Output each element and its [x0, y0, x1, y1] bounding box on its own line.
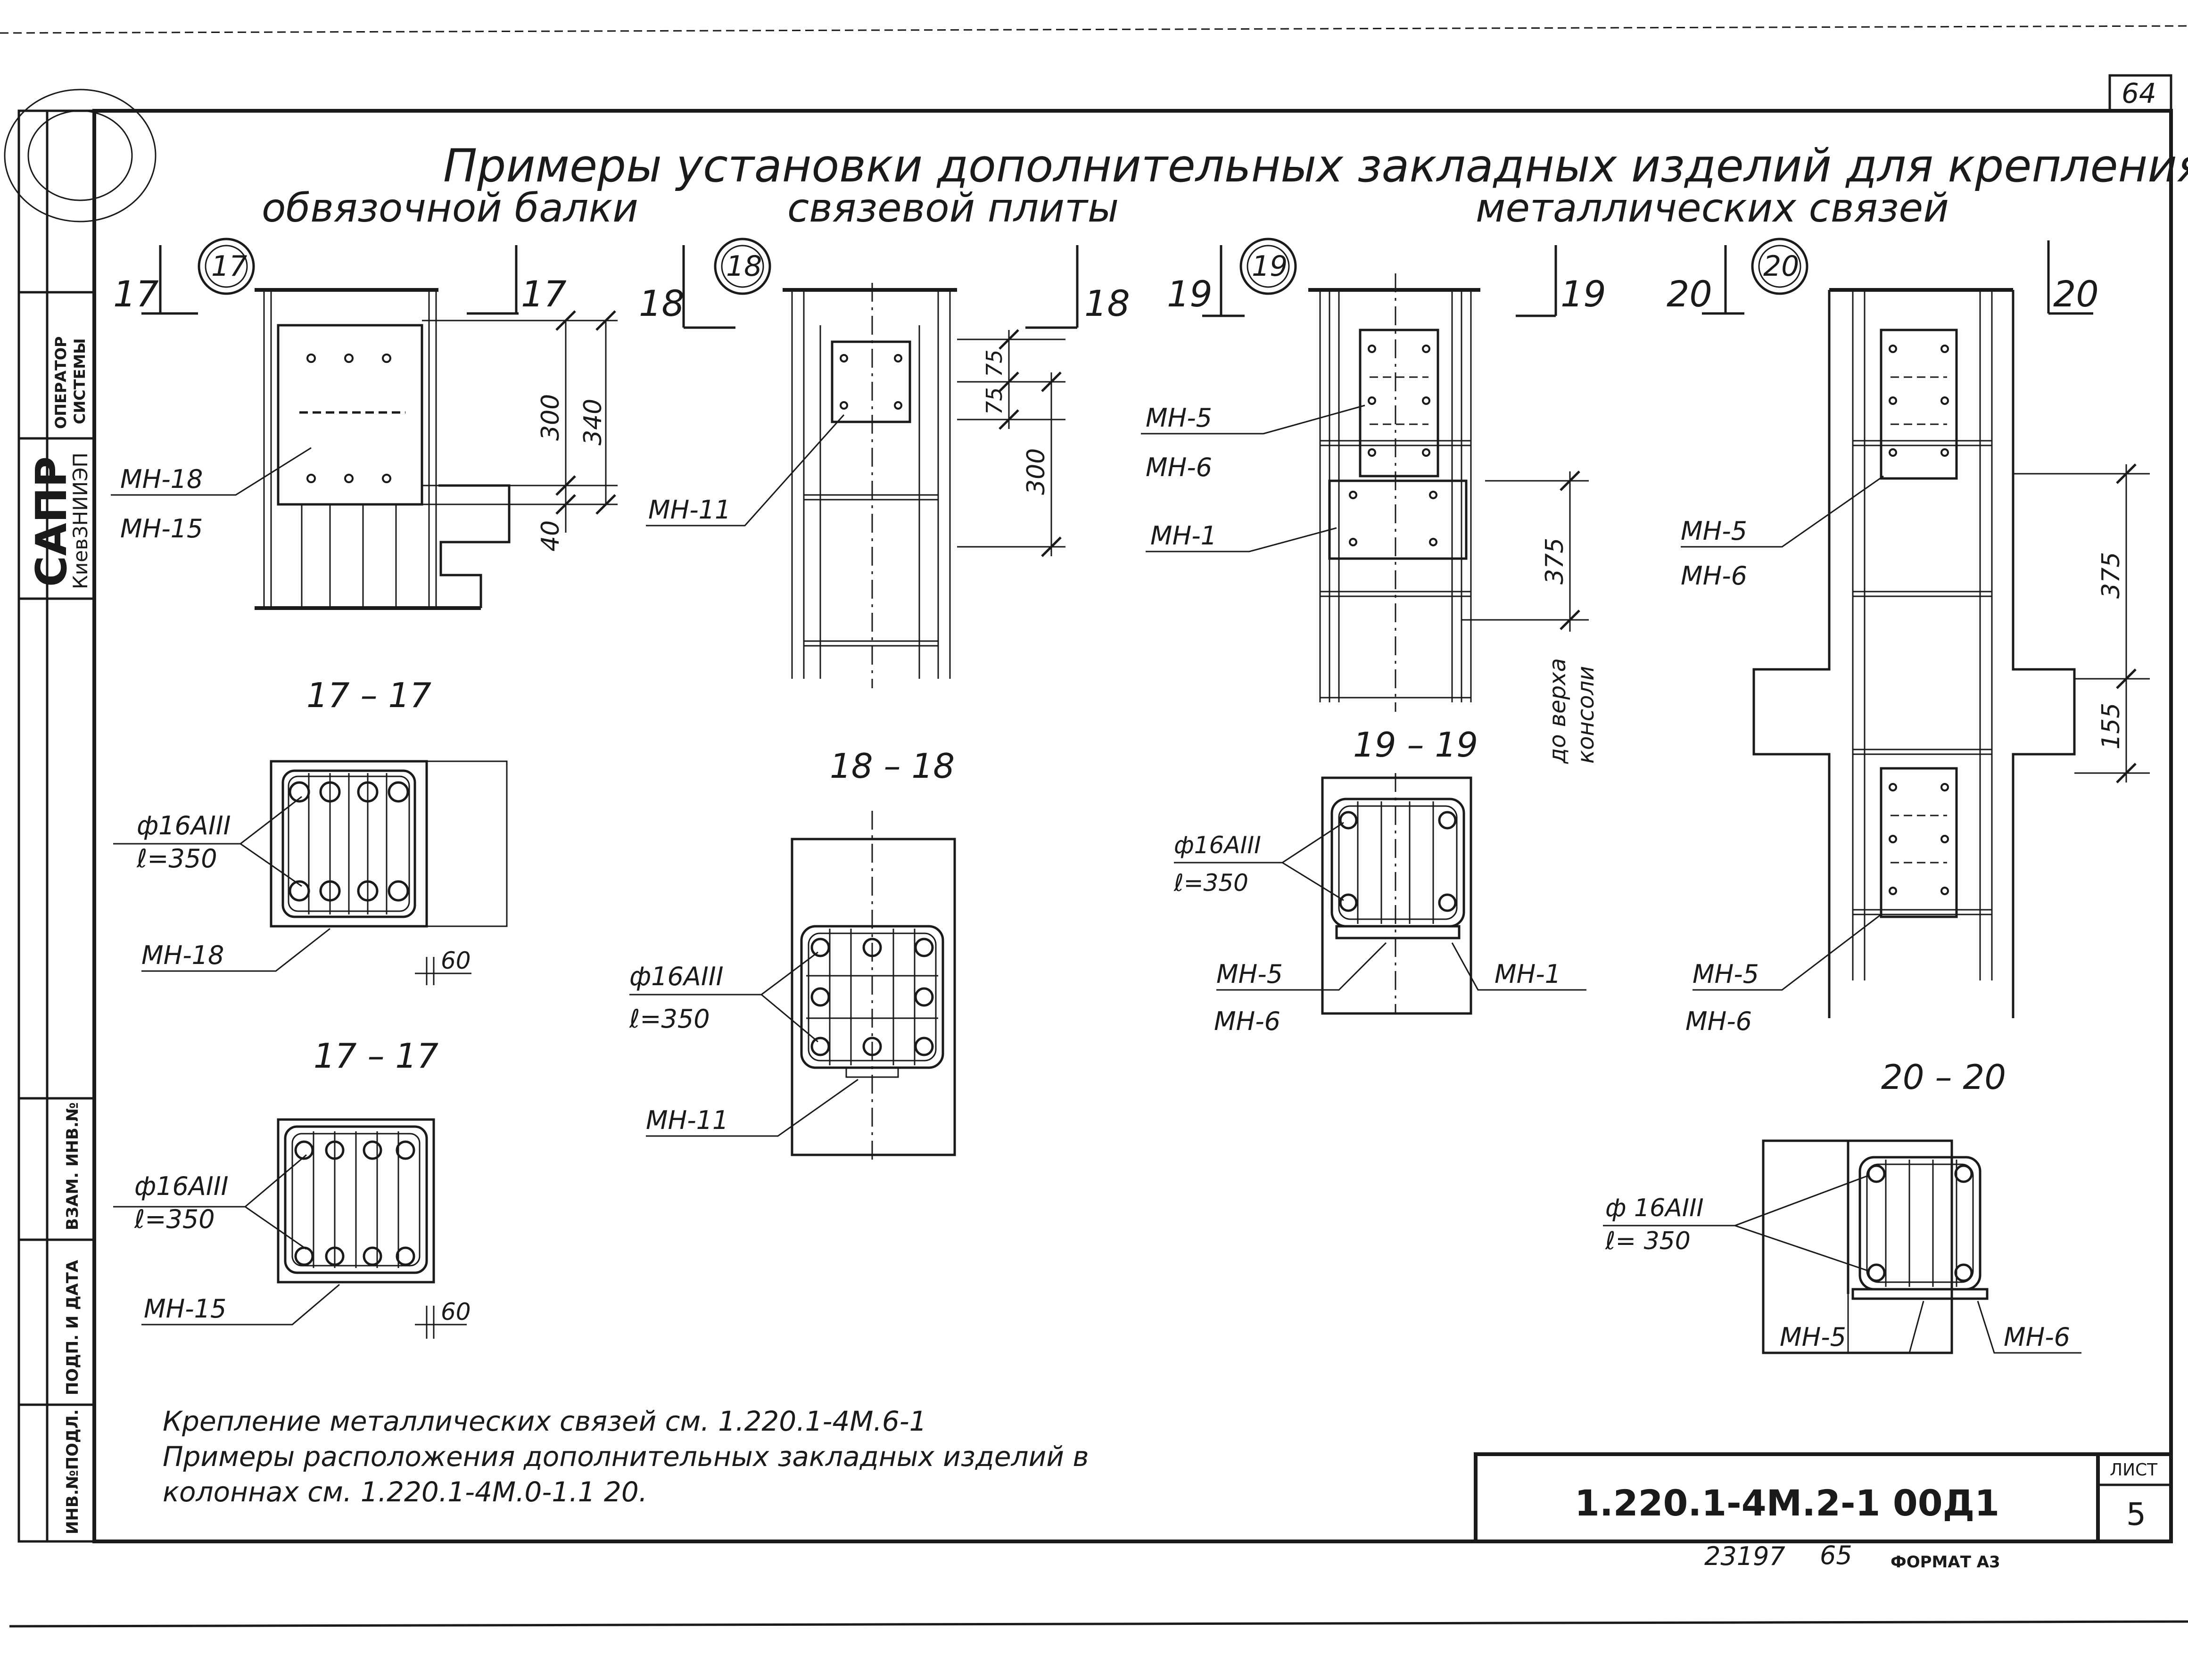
subtitle-bracing-plate: связевой плиты — [787, 185, 1119, 231]
detail-19-to-top-1: до верха — [1544, 658, 1571, 764]
section-20-title: 20 – 20 — [1881, 1057, 2006, 1097]
detail-19-to-top-2: консоли — [1573, 666, 1599, 764]
section-18 — [629, 811, 956, 1164]
detail-17-cut-left: 17 — [113, 273, 159, 315]
section-20-mn6: МН-6 — [2004, 1322, 2070, 1352]
detail-18-cut-left: 18 — [639, 282, 685, 324]
detail-18-label-mn11: МН-11 — [648, 495, 731, 525]
detail-19-cut-right: 19 — [1560, 273, 1606, 315]
detail-20-top-mn5: МН-5 — [1681, 516, 1747, 546]
section-18-mn11: МН-11 — [646, 1105, 728, 1135]
section-17-b — [113, 1118, 467, 1339]
section-17-a-title: 17 – 17 — [306, 675, 431, 715]
operator-label: ОПЕРАТОР — [52, 336, 70, 429]
detail-17-elevation — [111, 238, 618, 610]
section-17-a — [113, 760, 508, 985]
detail-17-label-mn18: МН-18 — [120, 464, 203, 494]
detail-20-bot-mn5: МН-5 — [1693, 959, 1759, 989]
sheet-number: 5 — [2126, 1496, 2146, 1532]
detail-17-dim-40: 40 — [537, 520, 565, 552]
detail-18-dim-75a: 75 — [982, 349, 1007, 377]
section-17-a-rebar: ф16АIII — [137, 811, 231, 840]
note-line-3: колоннах см. 1.220.1-4М.0-1.1 20. — [163, 1476, 647, 1508]
section-17-b-mn15: МН-15 — [144, 1294, 226, 1324]
side-stamp — [4, 89, 157, 1543]
detail-20-dim-155: 155 — [2097, 703, 2125, 749]
section-19 — [1174, 773, 1586, 1015]
copy-number: 65 — [1820, 1540, 1852, 1570]
detail-18-elevation — [646, 238, 1079, 688]
section-17-a-length: ℓ=350 — [136, 844, 217, 873]
title-block — [1474, 1452, 2173, 1543]
detail-17-number: 17 — [211, 250, 247, 283]
detail-20-top-mn6: МН-6 — [1681, 561, 1747, 591]
section-20 — [1603, 1139, 2081, 1354]
detail-20-number: 20 — [1763, 250, 1799, 283]
section-19-title: 19 – 19 — [1353, 725, 1478, 765]
sheet-label: ЛИСТ — [2110, 1460, 2158, 1480]
detail-19-dim-375: 375 — [1541, 538, 1569, 585]
detail-17-label-mn15: МН-15 — [120, 514, 203, 544]
section-17-b-title: 17 – 17 — [314, 1036, 438, 1076]
detail-19-number: 19 — [1252, 250, 1288, 283]
detail-18-dim-300: 300 — [1022, 448, 1050, 495]
sheet-title: Примеры установки дополнительных закладн… — [443, 140, 2188, 192]
detail-17-dim-340: 340 — [579, 399, 607, 445]
institute-label: КиевЗНИИЭП — [69, 453, 92, 589]
detail-17-dim-300: 300 — [537, 394, 565, 441]
detail-19-elevation — [1141, 238, 1589, 712]
section-19-mn1: МН-1 — [1494, 959, 1561, 989]
sapr-label: САПР — [27, 456, 76, 587]
note-line-1: Крепление металлических связей см. 1.220… — [163, 1405, 927, 1437]
detail-19-label-mn5: МН-5 — [1146, 403, 1212, 433]
section-19-mn6: МН-6 — [1214, 1006, 1280, 1036]
inv-podl-label: ИНВ.№ПОДЛ. — [63, 1409, 82, 1534]
section-20-length: ℓ= 350 — [1605, 1227, 1691, 1255]
detail-18-number: 18 — [726, 250, 762, 283]
detail-20-cut-left: 20 — [1667, 273, 1712, 315]
section-19-mn5: МН-5 — [1216, 959, 1283, 989]
note-line-2: Примеры расположения дополнительных закл… — [163, 1441, 1089, 1473]
archive-number: 23197 — [1704, 1541, 1785, 1571]
system-label: СИСТЕМЫ — [71, 338, 89, 424]
section-17-a-mn18: МН-18 — [141, 940, 224, 970]
section-18-length: ℓ=350 — [629, 1004, 710, 1034]
detail-20-dim-375: 375 — [2097, 552, 2125, 599]
detail-18-dim-75b: 75 — [982, 387, 1007, 415]
subtitle-binding-beam: обвязочной балки — [262, 185, 638, 231]
section-17-a-dim-60: 60 — [441, 947, 471, 974]
detail-20-cut-right: 20 — [2053, 273, 2099, 315]
sheet-frame — [0, 25, 2188, 1628]
section-19-length: ℓ=350 — [1173, 869, 1248, 897]
subtitle-metal-bracing: металлических связей — [1476, 185, 1949, 231]
section-20-rebar: ф 16АIII — [1605, 1194, 1704, 1222]
detail-17-cut-right: 17 — [521, 273, 567, 315]
section-20-mn5: МН-5 — [1780, 1322, 1846, 1352]
section-18-rebar: ф16АIII — [629, 962, 724, 991]
approval-seal-stamp — [4, 89, 157, 222]
detail-19-cut-left: 19 — [1167, 273, 1213, 315]
vzam-inv-label: ВЗАМ. ИНВ.№ — [63, 1102, 82, 1230]
detail-20-bot-mn6: МН-6 — [1685, 1006, 1752, 1036]
detail-19-label-mn6: МН-6 — [1146, 453, 1212, 482]
format-label: ФОРМАТ А3 — [1891, 1553, 2000, 1572]
detail-20-elevation — [1681, 238, 2150, 1018]
podp-data-label: ПОДП. И ДАТА — [63, 1260, 82, 1395]
section-19-rebar: ф16АIII — [1174, 832, 1261, 859]
section-17-b-length: ℓ=350 — [134, 1204, 215, 1234]
detail-19-label-mn1: МН-1 — [1150, 521, 1217, 551]
section-17-b-rebar: ф16АIII — [134, 1171, 229, 1201]
page-number-top: 64 — [2122, 77, 2156, 109]
section-18-title: 18 – 18 — [830, 746, 955, 786]
section-17-b-dim-60: 60 — [441, 1298, 471, 1326]
detail-18-cut-right: 18 — [1084, 282, 1130, 324]
document-code: 1.220.1-4М.2-1 00Д1 — [1575, 1482, 1999, 1524]
